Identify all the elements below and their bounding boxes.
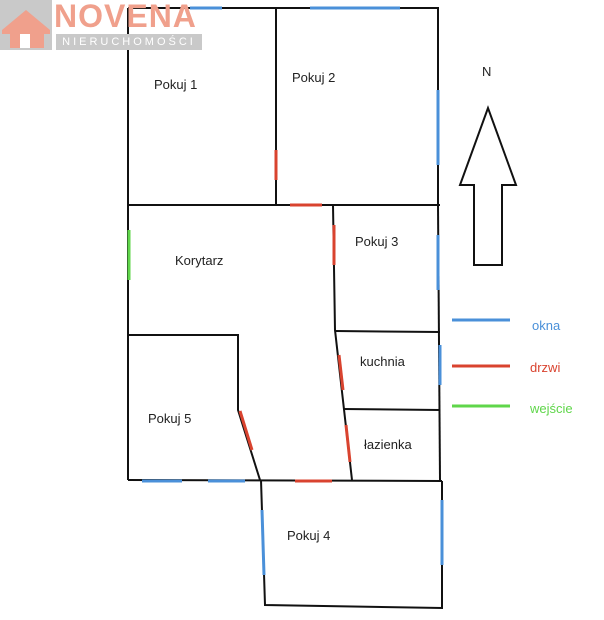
- legend-label: drzwi: [530, 360, 560, 375]
- windows: [142, 6, 444, 576]
- legend-label: wejście: [529, 401, 573, 416]
- room-label: Korytarz: [175, 253, 223, 268]
- logo-subtitle: NIERUCHOMOŚCI: [56, 34, 202, 50]
- room-label: Pokuj 4: [287, 528, 330, 543]
- room-label: kuchnia: [360, 354, 406, 369]
- room-label: łazienka: [364, 437, 412, 452]
- north-arrow-icon: [458, 105, 518, 266]
- walls: [127, 7, 443, 610]
- room-label: Pokuj 2: [292, 70, 335, 85]
- logo: NOVENA NIERUCHOMOŚCI: [0, 0, 205, 52]
- logo-brand: NOVENA: [54, 0, 197, 32]
- room-label: Pokuj 3: [355, 234, 398, 249]
- doors: [238, 150, 352, 483]
- compass-label: N: [482, 64, 491, 79]
- house-icon: [0, 0, 52, 50]
- legend: okna drzwi wejście: [452, 318, 573, 416]
- room-label: Pokuj 5: [148, 411, 191, 426]
- room-label: Pokuj 1: [154, 77, 197, 92]
- legend-label: okna: [532, 318, 561, 333]
